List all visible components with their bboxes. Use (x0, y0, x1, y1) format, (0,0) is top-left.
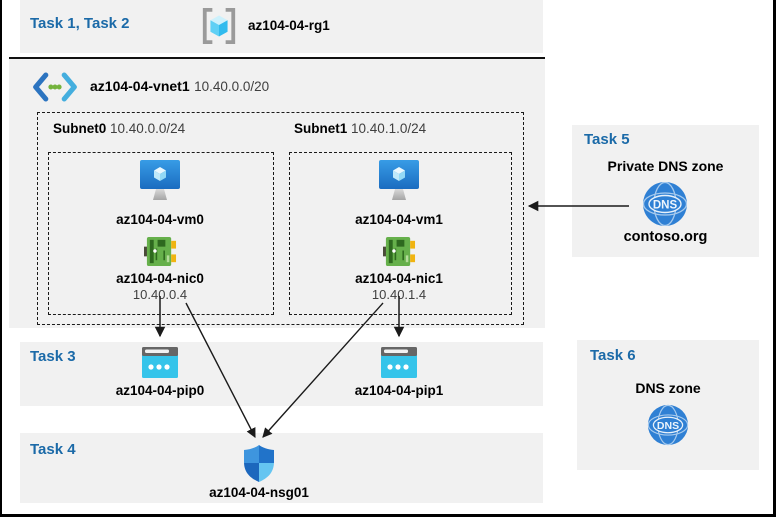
vnet-box: az104-04-vnet1 10.40.0.0/20 Subnet0 10.4… (9, 57, 545, 328)
resource-group-name: az104-04-rg1 (248, 18, 330, 33)
dns-zone-title: DNS zone (635, 380, 701, 396)
virtual-network-icon (32, 72, 78, 102)
public-ip-icon (142, 347, 178, 378)
task4-label: Task 4 (30, 441, 76, 458)
dns-zone-icon: DNS (647, 404, 689, 446)
private-dns-zone-title: Private DNS zone (607, 158, 724, 174)
pip0-name: az104-04-pip0 (115, 383, 205, 398)
subnet1-inner-box (289, 152, 512, 315)
dns-badge-text: DNS (653, 200, 678, 212)
nic0-ip: 10.40.0.4 (132, 287, 188, 302)
task5-panel: Task 5 Private DNS zone DNS contoso.org (572, 125, 759, 257)
vnet-name: az104-04-vnet1 (90, 78, 190, 94)
task3-label: Task 3 (30, 348, 76, 365)
subnet0-inner-box (48, 152, 274, 315)
task4-panel: Task 4 az104-04-nsg01 (20, 433, 543, 503)
network-interface-icon (383, 235, 416, 268)
nic1-name: az104-04-nic1 (355, 271, 443, 286)
subnet1-label: Subnet1 10.40.1.0/24 (294, 121, 427, 136)
task6-panel: Task 6 DNS zone DNS (577, 340, 759, 470)
private-dns-zone-icon: DNS (642, 181, 688, 227)
task5-label: Task 5 (584, 131, 630, 148)
task6-label: Task 6 (590, 347, 636, 364)
network-security-group-icon (244, 445, 274, 482)
nic1-ip: 10.40.1.4 (371, 287, 427, 302)
pip1-name: az104-04-pip1 (354, 383, 444, 398)
private-dns-zone-name: contoso.org (623, 229, 708, 245)
vm1-name: az104-04-vm1 (355, 212, 443, 227)
virtual-machine-icon (379, 160, 419, 204)
nsg-name: az104-04-nsg01 (209, 485, 309, 500)
task-1-2-label: Task 1, Task 2 (30, 15, 130, 32)
task3-panel: Task 3 az104-04-pip0 az104-04-pip1 (20, 342, 543, 406)
resource-group-panel: Task 1, Task 2 az104-04-rg1 (20, 0, 543, 53)
nic0-name: az104-04-nic0 (116, 271, 204, 286)
network-interface-icon (144, 235, 177, 268)
resource-group-icon (200, 7, 238, 45)
virtual-machine-icon (140, 160, 180, 204)
vm0-name: az104-04-vm0 (116, 212, 204, 227)
public-ip-icon (381, 347, 417, 378)
vnet-cidr: 10.40.0.0/20 (194, 79, 270, 94)
subnet0-label: Subnet0 10.40.0.0/24 (53, 121, 186, 136)
dns-badge-text: DNS (657, 420, 679, 432)
